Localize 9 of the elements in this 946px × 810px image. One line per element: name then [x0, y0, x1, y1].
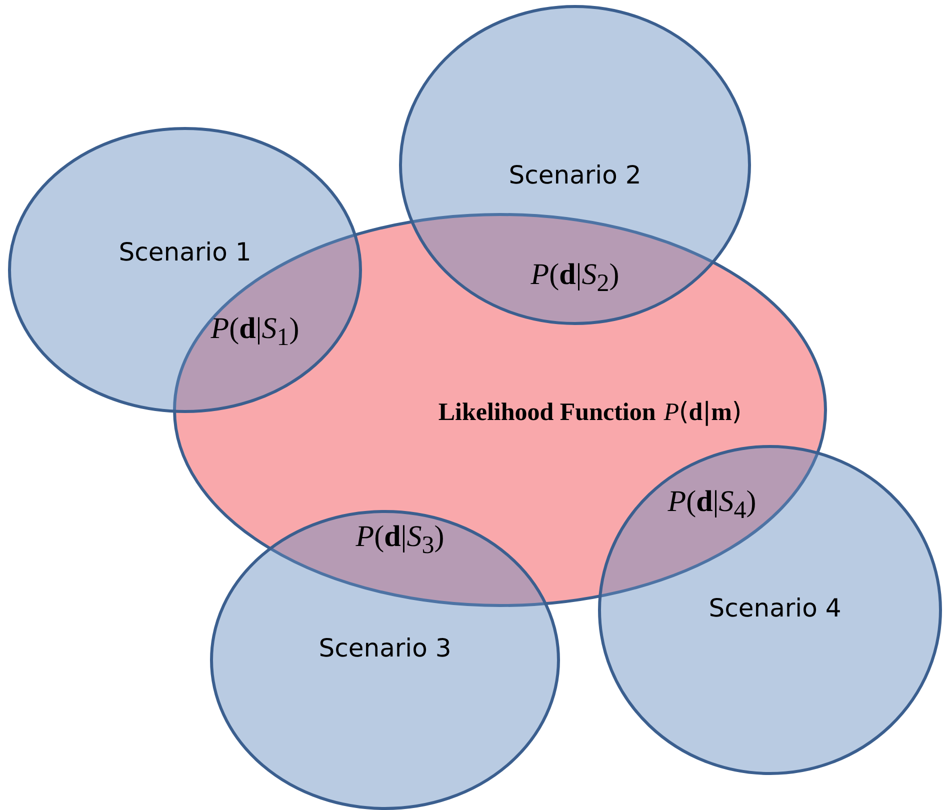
probability-label: P(d|S$_{2}$) [530, 258, 620, 298]
circle-label: Scenario 3 [318, 634, 452, 662]
circle-label: Scenario 4 [708, 594, 842, 622]
circle-label: Scenario 1 [118, 238, 252, 266]
probability-label: P(d|S$_{3}$) [356, 520, 444, 560]
probability-label: P(d|S$_{1}$) [210, 312, 300, 352]
circle-label: Scenario 2 [508, 160, 642, 190]
probability-label: P(d|S$_{4}$) [668, 485, 756, 525]
ellipse-label: Likelihood Function P(d|m) [438, 397, 742, 427]
